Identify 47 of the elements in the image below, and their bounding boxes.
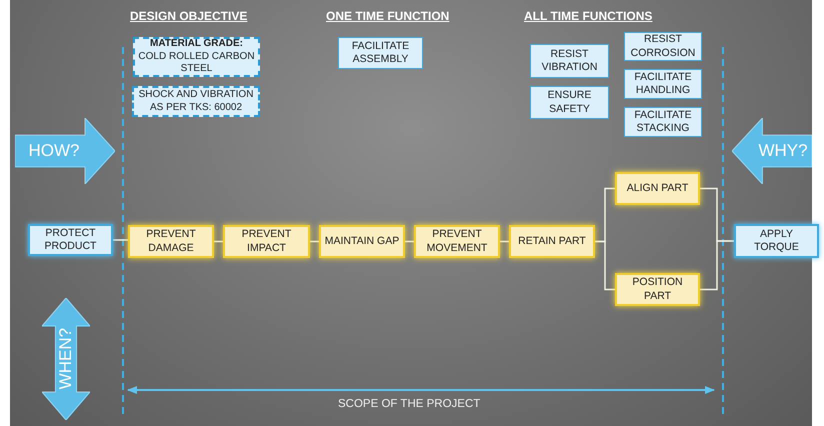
box-text: ENSURE SAFETY (546, 89, 592, 116)
box-text: PROTECT PRODUCT (44, 226, 98, 254)
box-text: SHOCK AND VIBRATION AS PER TKS: 60002 (138, 89, 254, 114)
connector-line (310, 240, 319, 242)
function-box (128, 225, 214, 258)
arrow-label: WHEN? (55, 327, 76, 392)
box-text: MAINTAIN GAP (324, 234, 400, 248)
box-text: MATERIAL GRADE: COLD ROLLED CARBON STEEL (137, 38, 256, 76)
function-box (319, 225, 405, 258)
function-box (530, 86, 609, 119)
connector-line (700, 240, 734, 290)
box-text: POSITION PART (631, 276, 684, 303)
dimension-label: SCOPE OF THE PROJECT (338, 398, 480, 410)
section-heading: ALL TIME FUNCTIONS (524, 9, 652, 23)
function-box (530, 44, 609, 78)
function-box (624, 107, 702, 137)
function-box (509, 225, 595, 258)
function-box (734, 224, 819, 258)
function-box (223, 225, 310, 258)
connector-line (500, 240, 509, 242)
connector-line (405, 240, 414, 242)
function-box (615, 172, 700, 205)
box-text: FACILITATE STACKING (633, 108, 693, 136)
box-text: RETAIN PART (517, 234, 587, 248)
function-box (338, 37, 423, 69)
function-box (414, 225, 500, 258)
box-text: APPLY TORQUE (753, 228, 800, 254)
function-box (624, 69, 702, 99)
objective-box (132, 86, 260, 117)
section-heading: DESIGN OBJECTIVE (130, 9, 248, 23)
arrow-label: WHY? (757, 140, 809, 162)
connector-line (113, 239, 128, 241)
box-text: ALIGN PART (626, 182, 690, 196)
box-text: FACILITATE HANDLING (633, 70, 693, 98)
box-text: RESIST CORROSION (630, 33, 696, 60)
box-text: FACILITATE ASSEMBLY (350, 40, 410, 66)
arrow-label: HOW? (28, 140, 80, 162)
function-box (615, 273, 700, 306)
connector-line (214, 240, 223, 242)
section-heading: ONE TIME FUNCTION (326, 9, 450, 23)
box-text: PREVENT MOVEMENT (426, 228, 488, 255)
connector-line (595, 240, 615, 290)
function-box (624, 32, 702, 61)
box-text: RESIST VIBRATION (540, 48, 598, 74)
function-box (28, 224, 113, 256)
box-text: PREVENT DAMAGE (145, 228, 197, 255)
box-text: PREVENT IMPACT (240, 228, 292, 255)
